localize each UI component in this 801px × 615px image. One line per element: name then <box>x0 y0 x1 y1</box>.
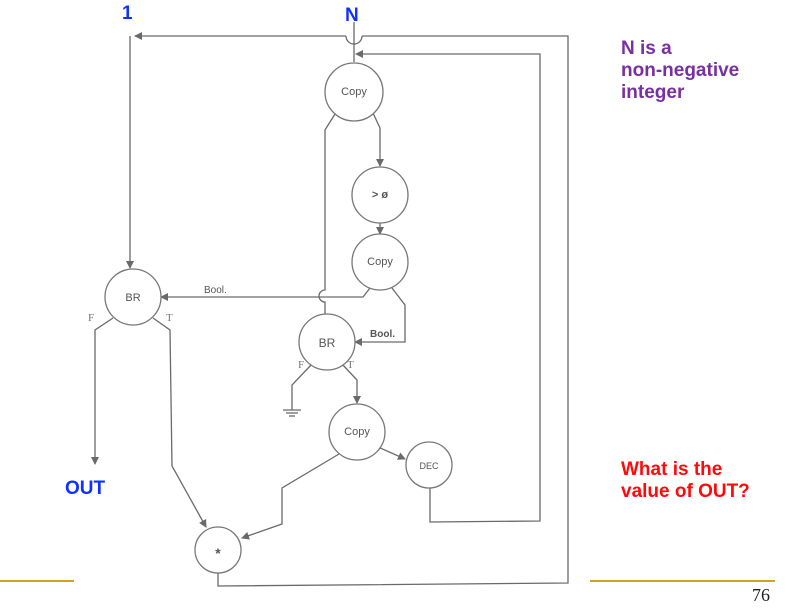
node-copy-bottom: Copy <box>328 403 386 461</box>
edge-copy-bottom-to-multiply <box>241 453 340 540</box>
input-one-label: 1 <box>122 3 133 24</box>
node-multiply-label: * <box>215 545 221 561</box>
edge-br-mid-true-to-copy-bottom <box>341 363 361 404</box>
node-multiply: * <box>194 526 242 574</box>
footer-rule-left <box>0 580 74 582</box>
port-br-mid-false: F <box>298 359 304 371</box>
premise-line: integer <box>621 82 685 103</box>
node-copy-mid-label: Copy <box>367 256 393 268</box>
node-br-left-label: BR <box>125 292 140 304</box>
node-greater-zero: > ø <box>351 166 409 224</box>
port-br-left-false: F <box>88 312 94 324</box>
node-dec: DEC <box>405 441 453 489</box>
node-greater-zero-label: > ø <box>372 189 388 201</box>
port-br-left-true: T <box>166 312 173 324</box>
page-number: 76 <box>752 585 770 605</box>
edge-copy-mid-to-br-mid <box>354 287 406 346</box>
node-br-mid: BR <box>298 313 356 371</box>
edge-copy-bottom-to-dec <box>377 446 406 460</box>
edge-copy-top-to-greater-zero <box>372 112 384 167</box>
edge-br-left-false-to-out <box>91 317 114 465</box>
ground-icon <box>283 409 301 417</box>
edge-br-mid-false-to-ground <box>291 363 313 410</box>
node-br-left: BR <box>104 268 162 326</box>
question-line: value of OUT? <box>621 481 750 502</box>
question-note: What is the value of OUT? <box>621 459 750 503</box>
port-bool-left: Bool. <box>204 285 227 296</box>
edge-multiply-feedback-to-one <box>135 36 569 587</box>
port-br-mid-true: T <box>347 359 354 371</box>
edge-copy-top-to-br-mid <box>318 113 336 314</box>
node-copy-bottom-label: Copy <box>344 426 370 438</box>
premise-note: N is a non-negative integer <box>621 38 739 104</box>
footer-rule-right <box>590 580 775 582</box>
edge-dec-feedback-to-copy-top <box>355 50 541 523</box>
edge-copy-mid-to-br-left <box>160 287 371 301</box>
node-copy-top-label: Copy <box>341 86 367 98</box>
question-line: What is the <box>621 459 723 480</box>
port-bool-mid: Bool. <box>370 329 395 340</box>
node-dec-label: DEC <box>419 461 439 471</box>
input-n-label: N <box>345 5 359 26</box>
node-copy-mid: Copy <box>351 233 409 291</box>
node-copy-top: Copy <box>324 62 384 122</box>
premise-line: N is a <box>621 38 672 59</box>
output-out-label: OUT <box>65 478 106 499</box>
edge-br-left-true-to-multiply <box>152 317 207 528</box>
premise-line: non-negative <box>621 60 740 81</box>
node-br-mid-label: BR <box>319 336 336 350</box>
